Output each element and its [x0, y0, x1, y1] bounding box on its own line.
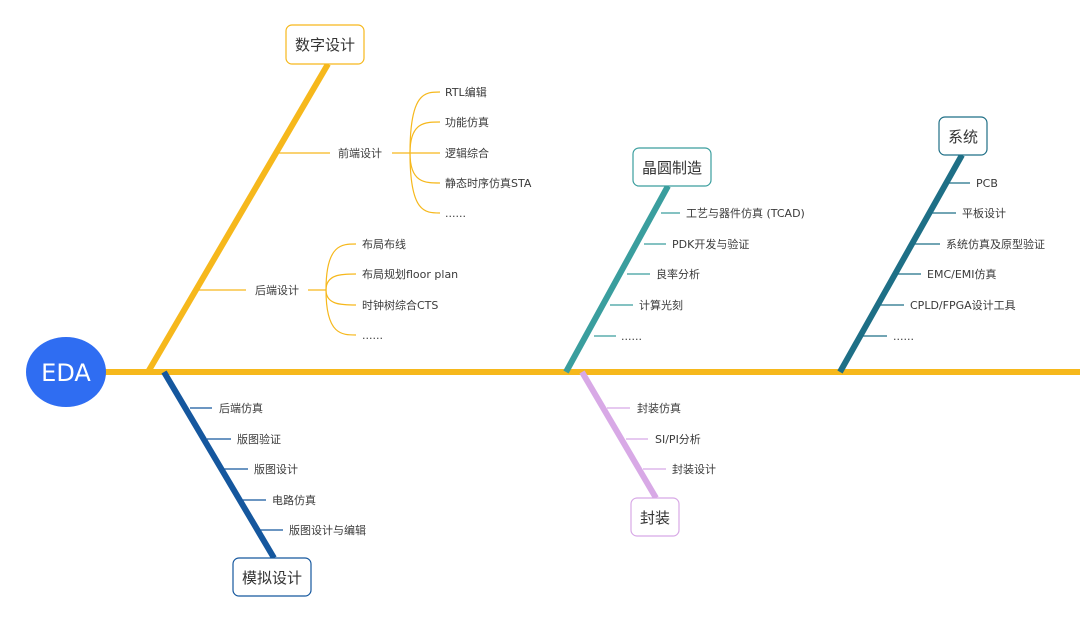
- leaf-label: 封装设计: [672, 462, 716, 476]
- category-box-digital[interactable]: [285, 24, 365, 65]
- leaf-label: 时钟树综合CTS: [362, 298, 438, 312]
- group-label: 前端设计: [338, 146, 382, 160]
- leaf-label: PDK开发与验证: [672, 237, 749, 251]
- wafer-bone: [563, 184, 671, 374]
- branch-system: 系统 PCB 平板设计 系统仿真及原型验证 EMC/EMI仿真 CPLD/FPG…: [837, 116, 1045, 374]
- leaf-label: 版图设计与编辑: [289, 523, 366, 537]
- branch-package: 封装 封装仿真 SI/PI分析 封装设计: [579, 370, 716, 537]
- category-box-analog[interactable]: [232, 557, 312, 597]
- fan-curve: [409, 152, 441, 184]
- fan-curve: [409, 152, 441, 214]
- leaf-label: 功能仿真: [445, 115, 489, 129]
- leaf-label: 电路仿真: [272, 493, 316, 507]
- leaf-label: 系统仿真及原型验证: [946, 237, 1045, 251]
- leaf-label: 后端仿真: [219, 401, 263, 415]
- leaf-label: ......: [362, 329, 383, 342]
- leaf-label: EMC/EMI仿真: [927, 267, 997, 281]
- category-label-system: 系统: [948, 128, 978, 146]
- leaf-label: 平板设计: [962, 206, 1006, 220]
- category-label-package: 封装: [640, 509, 670, 527]
- package-bone: [579, 370, 659, 500]
- root-bubble: [26, 337, 106, 407]
- fan-curve: [325, 243, 357, 291]
- category-box-package[interactable]: [630, 497, 680, 537]
- leaf-label: 良率分析: [656, 267, 700, 281]
- branch-analog: 模拟设计 后端仿真 版图验证 版图设计 电路仿真 版图设计与编辑: [161, 370, 366, 597]
- root-node[interactable]: EDA: [26, 337, 106, 407]
- category-box-system[interactable]: [938, 116, 988, 156]
- group-label: 后端设计: [255, 284, 299, 297]
- fan-curve: [325, 289, 357, 306]
- branch-digital: 数字设计 前端设计 后端设计 RTL编辑 功能仿真 逻辑综合 静态时序仿真STA…: [145, 24, 532, 374]
- leaf-label: SI/PI分析: [655, 432, 701, 446]
- leaf-label: 版图设计: [254, 462, 298, 476]
- leaf-label: ......: [445, 207, 466, 220]
- digital-bone: [145, 62, 331, 374]
- category-label-wafer: 晶圆制造: [642, 159, 702, 177]
- fan-curve: [325, 273, 357, 291]
- leaf-label: 布局规划floor plan: [362, 267, 458, 281]
- fan-curve: [409, 91, 441, 154]
- root-label: EDA: [41, 359, 91, 387]
- category-box-wafer[interactable]: [632, 147, 712, 187]
- fan-curve: [325, 289, 357, 336]
- leaf-label: 布局布线: [362, 237, 406, 251]
- system-bone: [837, 153, 965, 374]
- leaf-label: 逻辑综合: [445, 146, 489, 160]
- analog-bone: [161, 370, 277, 560]
- fan-curve: [409, 121, 441, 154]
- category-label-analog: 模拟设计: [242, 569, 302, 587]
- leaf-label: 工艺与器件仿真 (TCAD): [686, 206, 805, 220]
- branch-wafer: 晶圆制造 工艺与器件仿真 (TCAD) PDK开发与验证 良率分析 计算光刻 .…: [563, 147, 805, 374]
- leaf-label: 静态时序仿真STA: [445, 176, 532, 190]
- leaf-label: 计算光刻: [639, 298, 683, 312]
- category-label-digital: 数字设计: [295, 36, 355, 54]
- leaf-label: PCB: [976, 177, 998, 190]
- leaf-label: ......: [893, 330, 914, 343]
- leaf-label: 版图验证: [237, 432, 281, 446]
- leaf-label: CPLD/FPGA设计工具: [910, 299, 1016, 312]
- leaf-label: 封装仿真: [637, 401, 681, 415]
- leaf-label: ......: [621, 330, 642, 343]
- leaf-label: RTL编辑: [445, 85, 487, 99]
